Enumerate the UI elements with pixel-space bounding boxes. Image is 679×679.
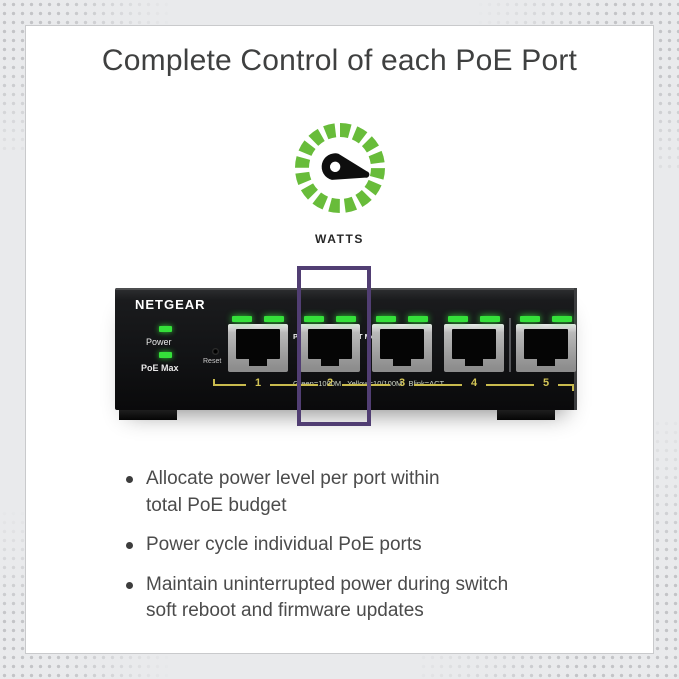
number-line-segment — [414, 384, 462, 386]
number-line-segment — [270, 384, 318, 386]
link-led-icon — [304, 316, 324, 322]
rj45-jack-tab — [537, 359, 555, 366]
list-item: Power cycle individual PoE ports — [126, 532, 606, 559]
watts-label: WATTS — [314, 232, 365, 246]
link-led-icon — [376, 316, 396, 322]
link-led-icon — [480, 316, 500, 322]
port-number-3: 3 — [398, 377, 406, 389]
rj45-port-4 — [444, 316, 504, 372]
number-line-segment — [213, 384, 246, 386]
rj45-port-5 — [516, 316, 576, 372]
rj45-jack-tab — [321, 359, 339, 366]
legend-line2: Green=1000M Yellow=10/100M Blink=ACT — [293, 379, 444, 388]
bullet-text: Maintain uninterrupted power during swit… — [146, 573, 509, 622]
port-number-1: 1 — [254, 377, 262, 389]
port-3-leds — [372, 316, 432, 322]
rj45-jack — [452, 329, 496, 366]
port-bezel — [228, 324, 288, 372]
port-bezel — [300, 324, 360, 372]
link-led-icon — [448, 316, 468, 322]
page-title: Complete Control of each PoE Port — [101, 44, 578, 77]
list-item: Maintain uninterrupted power during swit… — [126, 572, 606, 625]
bullet-dot — [126, 476, 133, 483]
port-1-leds — [228, 316, 288, 322]
reset-pinhole — [213, 349, 218, 354]
port-number-5: 5 — [542, 377, 550, 389]
link-led-icon — [336, 316, 356, 322]
rj45-jack — [524, 329, 568, 366]
bullet-text: Allocate power level per port within tot… — [146, 468, 440, 516]
link-led-icon — [520, 316, 540, 322]
number-line-segment — [486, 384, 534, 386]
port-4-leds — [444, 316, 504, 322]
rj45-jack-tab — [465, 359, 483, 366]
link-led-icon — [232, 316, 252, 322]
feature-list: Allocate power level per port within tot… — [126, 466, 606, 638]
list-item: Allocate power level per port within tot… — [126, 466, 606, 519]
port-number-4: 4 — [470, 377, 478, 389]
rj45-jack — [236, 329, 280, 366]
link-led-icon — [408, 316, 428, 322]
switch-foot-left — [119, 410, 177, 420]
poe-max-led — [159, 352, 172, 358]
rj45-jack-tab — [393, 359, 411, 366]
port-group-seam — [509, 318, 511, 372]
power-label: Power — [146, 337, 172, 347]
bullet-dot — [126, 581, 133, 589]
bullet-text: Power cycle individual PoE ports — [146, 534, 422, 556]
poe-switch-photo: NETGEAR Port LED: Link/ACT Mode Green=10… — [115, 288, 577, 420]
switch-top-edge — [115, 288, 577, 290]
link-led-icon — [264, 316, 284, 322]
rj45-port-3 — [372, 316, 432, 372]
port-number-2: 2 — [326, 377, 334, 389]
watts-gauge — [291, 119, 389, 217]
port-bezel — [516, 324, 576, 372]
number-line-start-tick — [213, 379, 215, 386]
power-dial-icon — [294, 123, 385, 213]
number-line-segment — [558, 384, 574, 386]
content-card: Complete Control of each PoE Port WATTS … — [25, 25, 654, 654]
rj45-jack-tab — [249, 359, 267, 366]
port-bezel — [372, 324, 432, 372]
port-bezel — [444, 324, 504, 372]
port-2-highlight-box — [297, 266, 371, 426]
number-line-segment — [342, 384, 390, 386]
number-line-end-tick — [572, 384, 574, 391]
rj45-jack — [380, 329, 424, 366]
rj45-port-2 — [300, 316, 360, 372]
port-2-leds — [300, 316, 360, 322]
rj45-jack — [308, 329, 352, 366]
netgear-logo: NETGEAR — [135, 297, 206, 312]
reset-label: Reset — [203, 358, 222, 365]
link-led-icon — [552, 316, 572, 322]
bullet-dot — [126, 542, 133, 550]
power-led — [159, 326, 172, 332]
poe-max-label: PoE Max — [141, 363, 179, 373]
port-5-leds — [516, 316, 576, 322]
switch-foot-right — [497, 410, 555, 420]
rj45-port-1 — [228, 316, 288, 372]
